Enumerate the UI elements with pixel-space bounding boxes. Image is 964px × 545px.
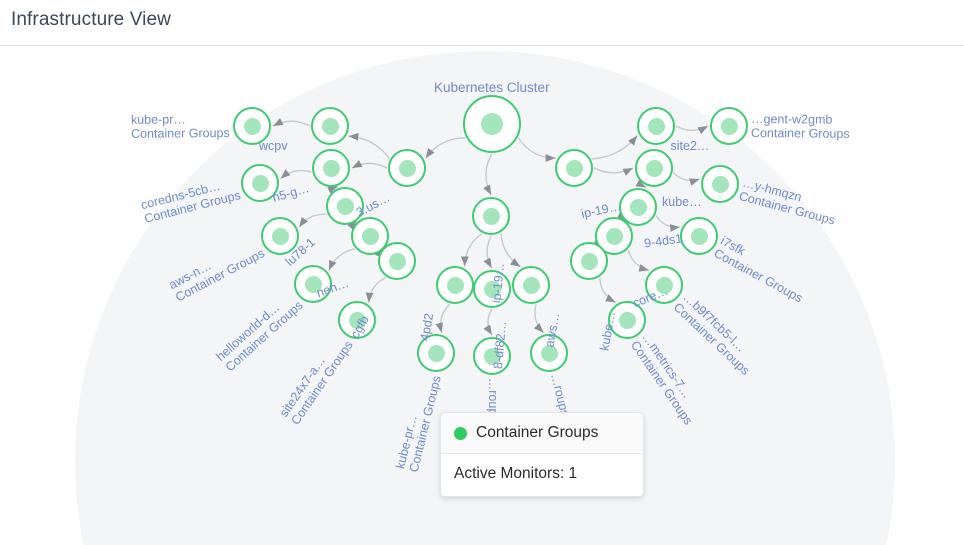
container-group-node[interactable] — [233, 107, 271, 145]
graph-edge — [483, 235, 493, 269]
node-core-icon — [565, 159, 583, 177]
graph-edge — [425, 137, 466, 159]
graph-edge — [500, 233, 521, 268]
status-dot-icon — [454, 426, 467, 440]
graph-edge — [655, 215, 681, 232]
node-core-icon — [398, 159, 416, 177]
node-core-icon — [427, 344, 445, 362]
tooltip-title: Container Groups — [476, 424, 599, 441]
container-group-node[interactable] — [608, 301, 646, 339]
container-group-node[interactable] — [417, 334, 455, 372]
root-node-label: Kubernetes Cluster — [434, 80, 550, 95]
graph-edge — [272, 118, 311, 127]
graph-edge — [591, 135, 638, 160]
container-group-node[interactable] — [378, 242, 416, 280]
node-core-icon — [271, 227, 289, 245]
container-group-node[interactable] — [512, 266, 550, 304]
node-core-icon — [321, 117, 339, 135]
node-core-icon — [336, 197, 354, 215]
graph-edge — [483, 153, 493, 196]
node-core-icon — [711, 175, 729, 193]
active-monitors-value: Active Monitors: 1 — [454, 465, 578, 482]
graph-edge — [483, 308, 493, 336]
node-core-icon — [483, 347, 501, 365]
graph-edge — [635, 179, 647, 189]
container-group-node[interactable] — [388, 149, 426, 187]
graph-edge — [327, 185, 339, 194]
container-group-node[interactable] — [530, 334, 568, 372]
container-group-node[interactable] — [472, 197, 510, 235]
cluster-root-node[interactable] — [463, 95, 521, 153]
graph-edge — [675, 125, 709, 135]
container-group-node[interactable] — [701, 165, 739, 203]
node-core-icon — [322, 159, 340, 177]
node-core-icon — [655, 276, 673, 294]
node-tooltip: Container Groups Active Monitors: 1 — [440, 412, 644, 497]
graph-edge — [627, 249, 650, 272]
node-core-icon — [629, 198, 647, 216]
graph-edge — [348, 132, 390, 159]
container-group-node[interactable] — [312, 149, 350, 187]
container-group-node[interactable] — [311, 107, 349, 145]
node-core-icon — [446, 276, 464, 294]
container-group-node[interactable] — [473, 270, 511, 308]
node-core-icon — [483, 280, 501, 298]
node-core-icon — [522, 276, 540, 294]
node-core-icon — [605, 227, 623, 245]
graph-edge — [599, 277, 616, 303]
container-group-node[interactable] — [619, 188, 657, 226]
node-core-icon — [348, 311, 366, 329]
container-group-node[interactable] — [555, 149, 593, 187]
graph-edge — [280, 169, 312, 180]
tooltip-header: Container Groups — [441, 413, 643, 453]
graph-edge — [517, 137, 556, 162]
node-core-icon — [580, 252, 598, 270]
node-core-icon — [618, 311, 636, 329]
graph-edge — [351, 159, 388, 169]
container-group-node[interactable] — [635, 149, 673, 187]
header-divider — [0, 45, 964, 46]
container-group-node[interactable] — [645, 266, 683, 304]
graph-edge — [672, 172, 700, 186]
container-group-node[interactable] — [570, 242, 608, 280]
container-group-node[interactable] — [637, 107, 675, 145]
container-group-node[interactable] — [294, 265, 332, 303]
node-core-icon — [645, 159, 663, 177]
graph-edge — [298, 213, 327, 228]
graph-edge — [533, 304, 545, 334]
tooltip-divider — [441, 453, 643, 454]
graph-edge — [328, 248, 355, 271]
container-group-node[interactable] — [595, 217, 633, 255]
container-group-node[interactable] — [261, 217, 299, 255]
node-core-icon — [690, 227, 708, 245]
graph-edge — [365, 276, 387, 303]
node-core-icon — [481, 113, 503, 135]
node-core-icon — [361, 227, 379, 245]
graph-edge — [593, 167, 634, 176]
node-core-icon — [720, 117, 738, 135]
page-title: Infrastructure View — [11, 9, 171, 30]
page-header: Infrastructure View — [0, 0, 964, 45]
node-core-icon — [647, 117, 665, 135]
graph-edge — [435, 303, 451, 333]
node-core-icon — [482, 207, 500, 225]
node-core-icon — [251, 174, 269, 192]
node-core-icon — [540, 344, 558, 362]
container-group-node[interactable] — [680, 217, 718, 255]
node-core-icon — [243, 117, 261, 135]
container-group-node[interactable] — [338, 301, 376, 339]
graph-edge — [460, 233, 483, 267]
container-group-node[interactable] — [241, 164, 279, 202]
node-core-icon — [304, 275, 322, 293]
container-group-node[interactable] — [326, 187, 364, 225]
container-group-node[interactable] — [436, 266, 474, 304]
container-group-node[interactable] — [710, 107, 748, 145]
container-group-node[interactable] — [473, 337, 511, 375]
tooltip-body: Active Monitors: 1 — [441, 454, 643, 496]
node-core-icon — [388, 252, 406, 270]
